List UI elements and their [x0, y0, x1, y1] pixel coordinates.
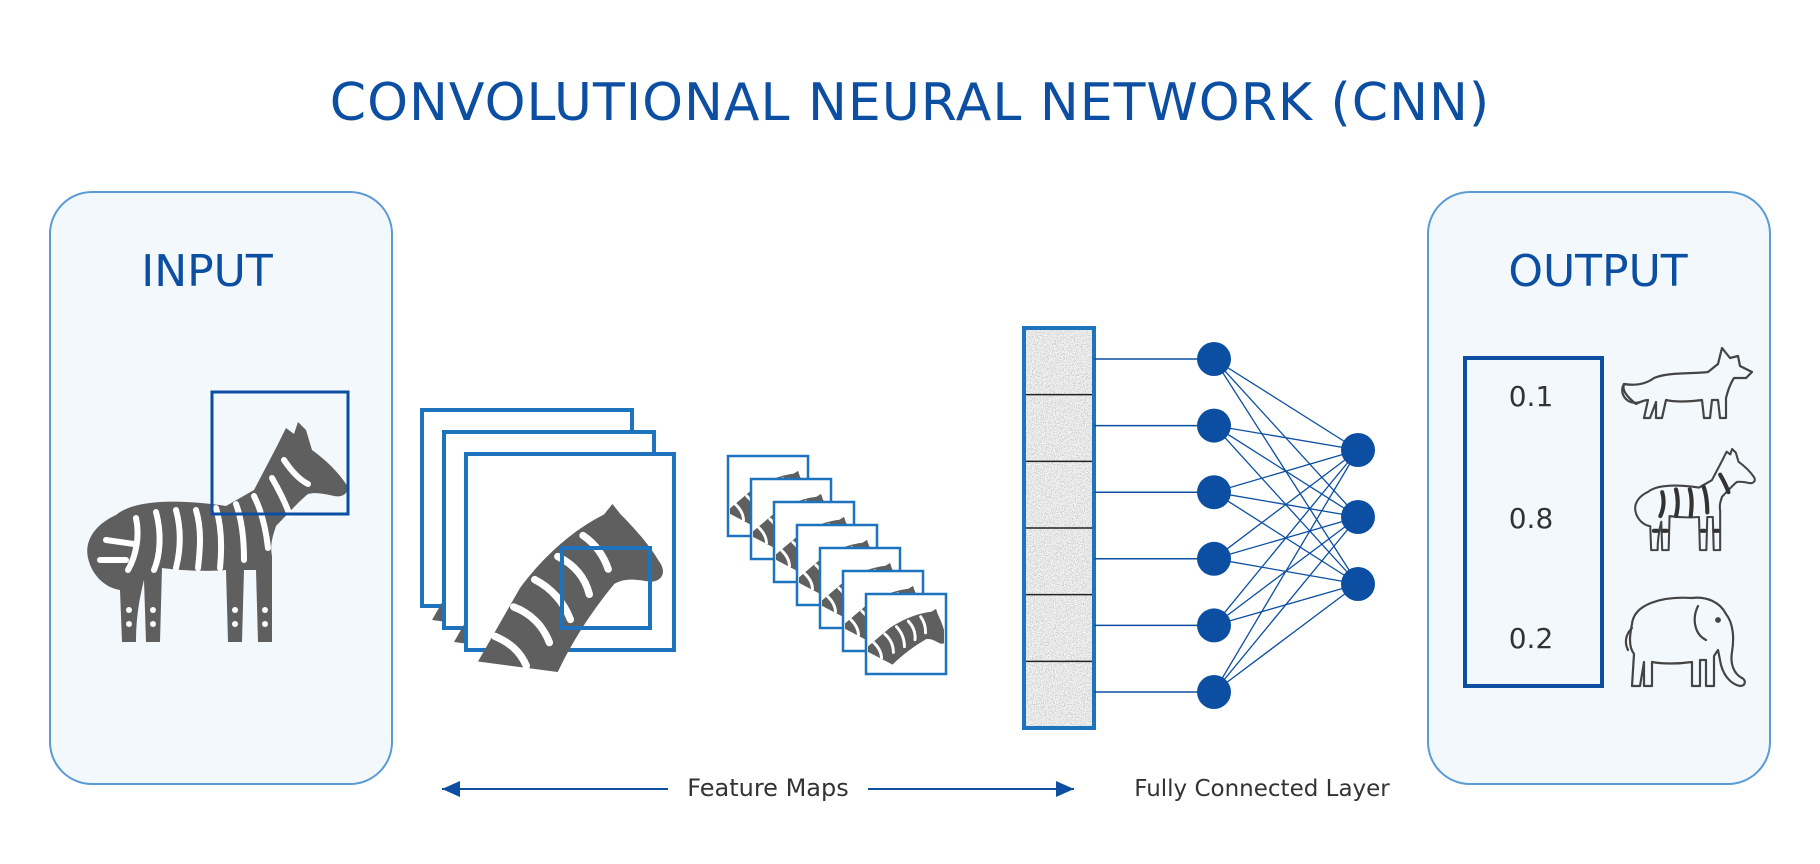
input-label: INPUT: [141, 246, 273, 297]
feature-map-frame: [464, 452, 676, 672]
zebra-icon: [1634, 447, 1756, 552]
network-nodes: [1197, 342, 1375, 709]
network-connections: [1094, 358, 1359, 693]
neuron-node: [1341, 500, 1375, 534]
fox-icon: [1621, 346, 1754, 420]
score-value: 0.1: [1509, 380, 1554, 413]
neuron-node: [1341, 433, 1375, 467]
neuron-node: [1197, 342, 1231, 376]
flattened-vector: [1022, 326, 1096, 730]
neuron-node: [1341, 567, 1375, 601]
neuron-node: [1197, 541, 1231, 576]
elephant-icon: [1624, 596, 1746, 688]
page-title: CONVOLUTIONAL NEURAL NETWORK (CNN): [330, 73, 1490, 133]
feature-maps-large: [420, 408, 676, 672]
neuron-node: [1197, 675, 1231, 709]
output-panel: OUTPUT 0.1 0.8 0.2: [1427, 191, 1771, 785]
fully-connected-label: Fully Connected Layer: [1134, 776, 1390, 802]
feature-maps-small: [726, 454, 948, 676]
input-panel: INPUT: [49, 191, 393, 785]
score-value: 0.8: [1509, 502, 1554, 535]
output-label: OUTPUT: [1508, 246, 1687, 297]
feature-map-frame: [864, 592, 948, 676]
score-value: 0.2: [1509, 622, 1554, 655]
convolution-window: [560, 546, 652, 630]
neuron-node: [1197, 475, 1231, 510]
convolution-window: [210, 390, 350, 516]
neuron-node: [1197, 408, 1231, 443]
feature-maps-label: Feature Maps: [687, 774, 848, 802]
score-box: [1463, 356, 1604, 688]
neuron-node: [1197, 608, 1231, 643]
